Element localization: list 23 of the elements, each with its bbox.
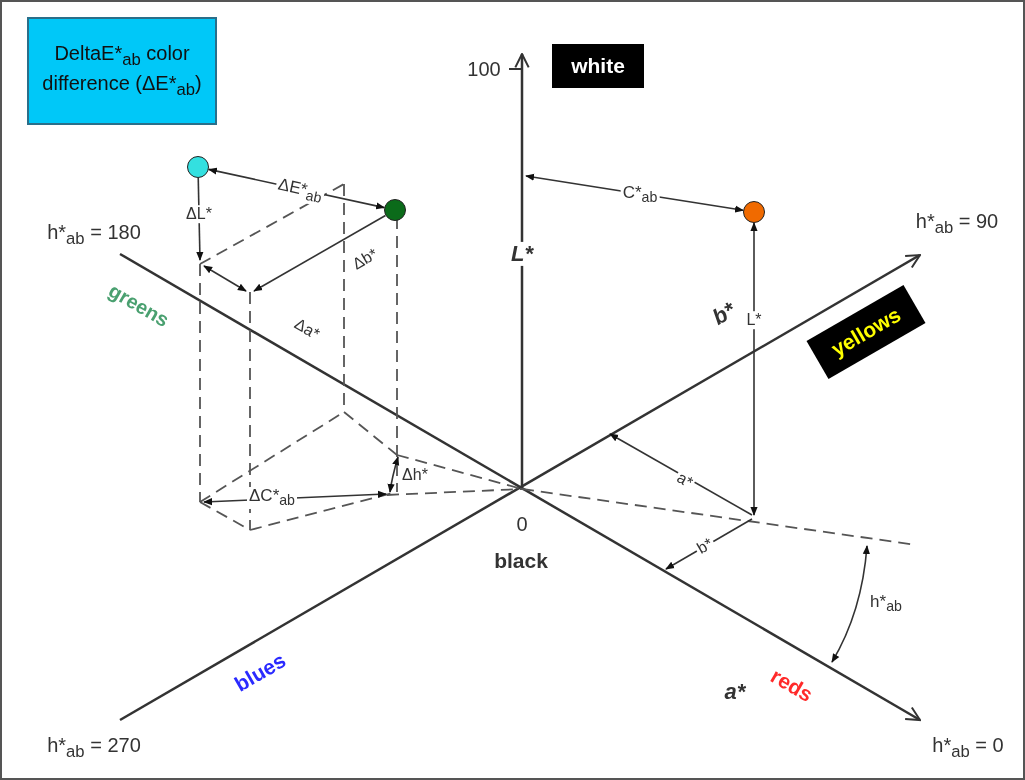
axis-label: black bbox=[494, 549, 548, 573]
color-point bbox=[384, 199, 406, 221]
axis-label: h*$_{ab}$ bbox=[870, 593, 902, 615]
edge-label: ΔE*$_{ab}$ bbox=[273, 175, 327, 207]
axis-label: h*$_{ab}$ = 90 bbox=[915, 210, 999, 238]
axis-label: h*$_{ab}$ = 0 bbox=[932, 734, 1004, 762]
axis-label: Δa* bbox=[291, 314, 323, 344]
label-box: white bbox=[552, 44, 644, 88]
axis-label: 0 bbox=[516, 513, 528, 535]
axis-label: L* bbox=[509, 241, 535, 267]
arrow bbox=[253, 214, 387, 292]
color-point bbox=[743, 201, 765, 223]
edge-label: ΔL* bbox=[184, 205, 214, 223]
edge-label: L* bbox=[744, 311, 764, 329]
axis-label: h*$_{ab}$ = 180 bbox=[47, 221, 141, 249]
color-point bbox=[187, 156, 209, 178]
axis-label: Δh* bbox=[402, 466, 428, 484]
arrow bbox=[750, 222, 758, 516]
axis-label: 100 bbox=[467, 58, 501, 80]
axis-label: ΔC*$_{ab}$ bbox=[247, 487, 297, 509]
region-label: reds bbox=[767, 663, 817, 707]
axis-label: h*$_{ab}$ = 270 bbox=[47, 734, 141, 762]
title-box: DeltaE*$_{ab}$ color difference (ΔE*$_{ab}$) bbox=[27, 17, 217, 125]
